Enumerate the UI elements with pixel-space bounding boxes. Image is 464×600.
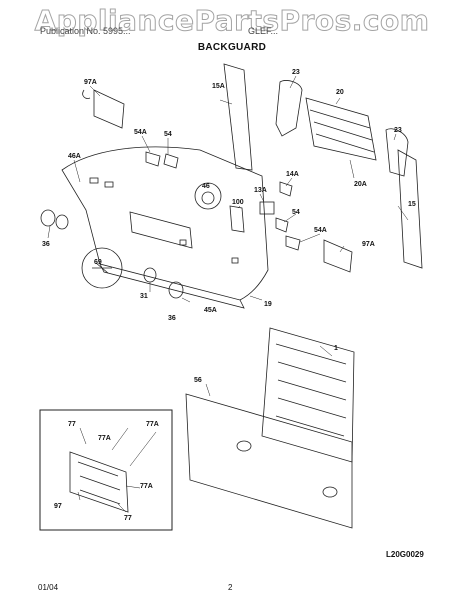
callout-100: 100 <box>232 199 244 206</box>
callout-54A-top: 54A <box>134 129 147 136</box>
detail-circle-46 <box>194 182 222 210</box>
callout-31: 31 <box>140 293 148 300</box>
drawing-code: L20G0029 <box>386 550 424 559</box>
callout-97A-lower: 97A <box>362 241 375 248</box>
rear-panel-shape <box>261 327 355 463</box>
lower-panel-56-shape <box>185 393 353 529</box>
callout-1: 1 <box>334 345 338 352</box>
section-title: BACKGUARD <box>197 42 267 53</box>
callout-20A: 20A <box>354 181 367 188</box>
watermark-logo: AppliancePartsPros.com <box>34 4 430 38</box>
callout-14A: 14A <box>286 171 299 178</box>
callout-77A-top-right: 77A <box>146 421 159 428</box>
callout-23-right: 23 <box>394 127 402 134</box>
callout-54A-mid: 54A <box>314 227 327 234</box>
control-board-shape <box>305 97 377 161</box>
callout-19: 19 <box>264 301 272 308</box>
callout-20: 20 <box>336 89 344 96</box>
callout-15A: 15A <box>212 83 225 90</box>
callout-54-mid: 54 <box>292 209 300 216</box>
callout-56: 56 <box>194 377 202 384</box>
callout-46: 46 <box>202 183 210 190</box>
callout-54-top: 54 <box>164 131 172 138</box>
callout-46A: 46A <box>68 153 81 160</box>
callout-23-top: 23 <box>292 69 300 76</box>
callout-77-bottom: 77 <box>124 515 132 522</box>
callout-77A-bottom: 77A <box>140 483 153 490</box>
header-publication: Publication No. 5995... <box>40 26 131 36</box>
header-model: GLEF... <box>248 26 279 36</box>
callout-15: 15 <box>408 201 416 208</box>
callout-69: 69 <box>94 259 102 266</box>
callout-36-left: 36 <box>42 241 50 248</box>
callout-45A: 45A <box>204 307 217 314</box>
callout-97A-top: 97A <box>84 79 97 86</box>
knob-shape <box>40 209 56 227</box>
callout-77A-mid: 77A <box>98 435 111 442</box>
callout-13A: 13A <box>254 187 267 194</box>
inset-box <box>39 409 173 531</box>
footer-page-number: 2 <box>228 583 233 592</box>
callout-36-bottom: 36 <box>168 315 176 322</box>
backguard-panel-shape <box>61 146 269 301</box>
footer-date: 01/04 <box>38 583 59 592</box>
display-window-shape <box>129 211 193 249</box>
detail-circle-69 <box>81 247 123 289</box>
callout-77-top: 77 <box>68 421 76 428</box>
callout-97: 97 <box>54 503 62 510</box>
